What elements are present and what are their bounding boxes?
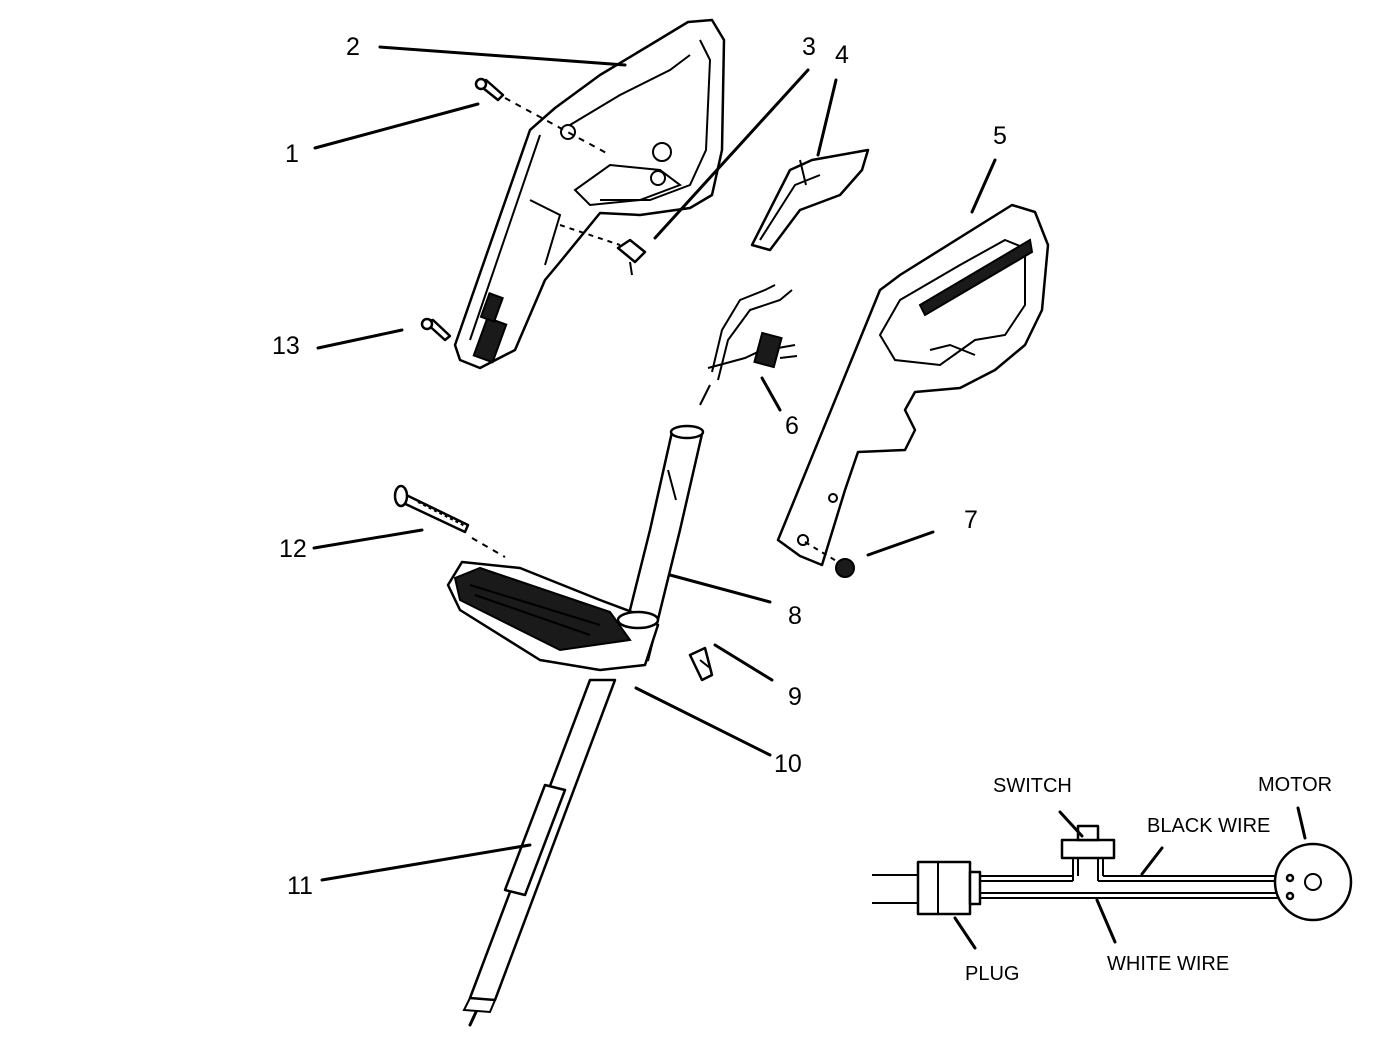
callout-3: 3 bbox=[802, 33, 816, 61]
wiring-schematic: SWITCH MOTOR BLACK WIRE WHITE WIRE PLUG bbox=[872, 774, 1353, 985]
callout-1: 1 bbox=[285, 140, 299, 168]
part-clip-9 bbox=[688, 646, 714, 682]
part-screw-13 bbox=[420, 317, 452, 342]
callout-13: 13 bbox=[272, 332, 300, 360]
callout-8: 8 bbox=[788, 602, 802, 630]
part-bolt-12 bbox=[393, 484, 506, 558]
switch-body bbox=[1060, 838, 1116, 860]
part-switch-6 bbox=[699, 284, 798, 406]
label-switch: SWITCH bbox=[993, 775, 1072, 797]
part-nut-7 bbox=[804, 541, 855, 578]
part-auxiliary-handle bbox=[446, 560, 660, 672]
callout-4: 4 bbox=[835, 41, 849, 69]
callout-12: 12 bbox=[279, 535, 307, 563]
part-trigger-4 bbox=[750, 148, 870, 252]
part-upper-tube-8 bbox=[616, 424, 705, 662]
leader-lines bbox=[312, 45, 997, 882]
part-screw-1 bbox=[474, 77, 611, 156]
callout-10: 10 bbox=[774, 750, 802, 778]
part-handle-housing-left bbox=[453, 18, 726, 370]
callout-numbers: 1 2 3 4 5 6 7 8 9 10 11 12 13 bbox=[272, 33, 1007, 900]
callout-7: 7 bbox=[964, 506, 978, 534]
callout-2: 2 bbox=[346, 33, 360, 61]
part-handle-housing-right bbox=[776, 203, 1050, 567]
callout-6: 6 bbox=[785, 412, 799, 440]
motor-circle bbox=[1273, 842, 1353, 922]
label-motor: MOTOR bbox=[1258, 774, 1332, 796]
part-bushing-3 bbox=[559, 224, 647, 276]
callout-5: 5 bbox=[993, 122, 1007, 150]
label-plug: PLUG bbox=[965, 963, 1019, 985]
part-lower-tube-10 bbox=[462, 678, 617, 1027]
callout-11: 11 bbox=[287, 872, 313, 900]
label-black-wire: BLACK WIRE bbox=[1147, 815, 1270, 837]
callout-9: 9 bbox=[788, 683, 802, 711]
label-white-wire: WHITE WIRE bbox=[1107, 953, 1229, 975]
plug-body bbox=[916, 860, 972, 916]
